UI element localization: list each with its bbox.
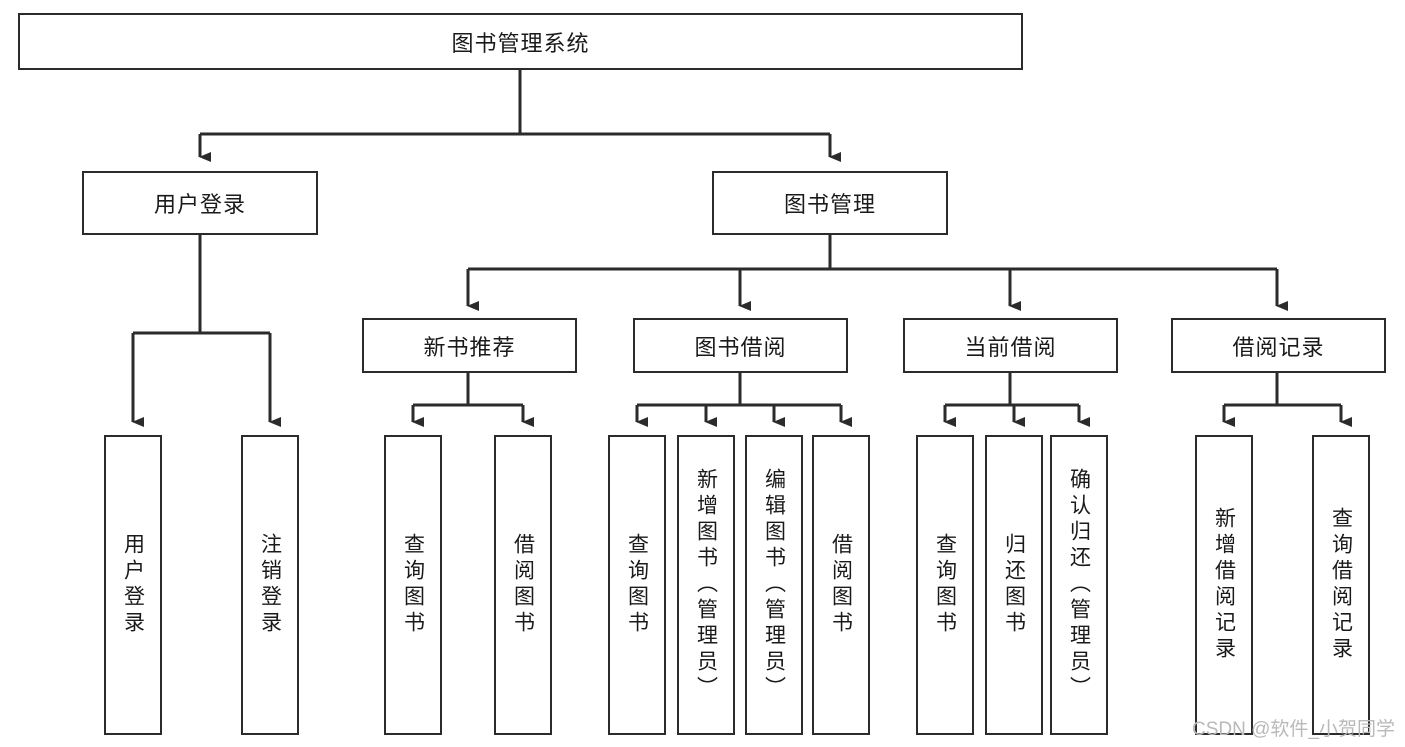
watermark: CSDN @软件_小贺同学 — [1192, 719, 1395, 740]
node-leaf-query-book-1-label: 查询图书 — [401, 533, 425, 637]
node-borrow-record[interactable]: 借阅记录 — [1171, 318, 1386, 373]
node-leaf-edit-book-label: 编辑图书（管理员） — [762, 468, 786, 702]
node-current-borrow-label: 当前借阅 — [964, 334, 1057, 360]
node-leaf-add-book-label: 新增图书（管理员） — [694, 468, 718, 702]
node-leaf-return-book-label: 归还图书 — [1002, 533, 1026, 637]
node-leaf-user-login-label: 用户登录 — [121, 533, 145, 637]
node-user-login-label: 用户登录 — [153, 192, 246, 217]
node-leaf-logout[interactable]: 注销登录 — [241, 435, 299, 735]
node-leaf-borrow-book-1-label: 借阅图书 — [511, 533, 535, 637]
node-leaf-logout-label: 注销登录 — [258, 533, 282, 637]
node-leaf-add-record-label: 新增借阅记录 — [1212, 507, 1236, 663]
node-leaf-return-book[interactable]: 归还图书 — [985, 435, 1043, 735]
node-current-borrow[interactable]: 当前借阅 — [903, 318, 1118, 373]
node-leaf-query-record-label: 查询借阅记录 — [1329, 507, 1353, 663]
node-leaf-user-login[interactable]: 用户登录 — [104, 435, 162, 735]
node-leaf-edit-book[interactable]: 编辑图书（管理员） — [745, 435, 803, 735]
node-leaf-query-book-2-label: 查询图书 — [625, 533, 649, 637]
node-user-login[interactable]: 用户登录 — [82, 171, 318, 235]
node-leaf-confirm-return-label: 确认归还（管理员） — [1067, 468, 1091, 702]
node-book-borrow-label: 图书借阅 — [694, 334, 787, 360]
node-root[interactable]: 图书管理系统 — [18, 13, 1023, 70]
node-book-manage[interactable]: 图书管理 — [712, 171, 948, 235]
node-root-label: 图书管理系统 — [451, 30, 590, 56]
node-book-borrow[interactable]: 图书借阅 — [633, 318, 848, 373]
node-borrow-record-label: 借阅记录 — [1232, 334, 1325, 360]
node-leaf-borrow-book-2[interactable]: 借阅图书 — [812, 435, 870, 735]
node-leaf-borrow-book-2-label: 借阅图书 — [829, 533, 853, 637]
node-new-book-rec-label: 新书推荐 — [423, 334, 516, 360]
node-leaf-query-book-1[interactable]: 查询图书 — [384, 435, 442, 735]
node-leaf-borrow-book-1[interactable]: 借阅图书 — [494, 435, 552, 735]
node-leaf-add-book[interactable]: 新增图书（管理员） — [677, 435, 735, 735]
node-leaf-query-book-3-label: 查询图书 — [933, 533, 957, 637]
node-leaf-add-record[interactable]: 新增借阅记录 — [1195, 435, 1253, 735]
node-leaf-query-record[interactable]: 查询借阅记录 — [1312, 435, 1370, 735]
node-leaf-query-book-2[interactable]: 查询图书 — [608, 435, 666, 735]
node-leaf-confirm-return[interactable]: 确认归还（管理员） — [1050, 435, 1108, 735]
node-leaf-query-book-3[interactable]: 查询图书 — [916, 435, 974, 735]
node-new-book-rec[interactable]: 新书推荐 — [362, 318, 577, 373]
node-book-manage-label: 图书管理 — [783, 192, 876, 217]
